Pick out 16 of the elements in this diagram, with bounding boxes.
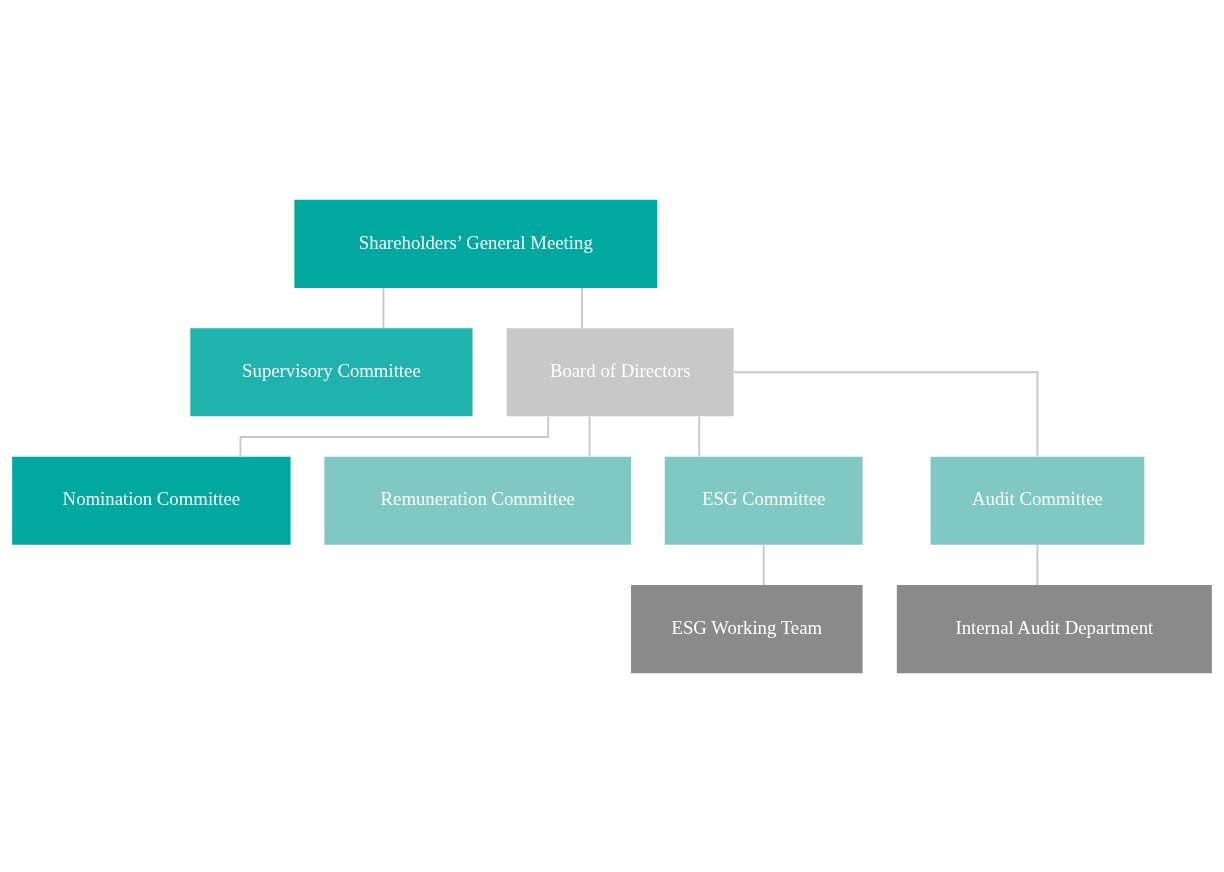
node-box: Nomination Committee — [12, 456, 291, 545]
connector — [581, 286, 583, 329]
node-box: ESG Working Team — [631, 584, 863, 673]
node-box: Shareholders’ General Meeting — [294, 199, 658, 288]
node-box: Supervisory Committee — [190, 327, 473, 416]
connector — [239, 415, 550, 457]
connector — [698, 415, 701, 457]
connector — [732, 370, 1039, 457]
connector — [762, 543, 765, 586]
connector — [382, 286, 385, 329]
node-box: Internal Audit Department — [896, 584, 1212, 673]
node-box: ESG Committee — [664, 456, 863, 545]
connector — [588, 415, 591, 457]
connector — [1036, 543, 1039, 586]
node-box: Remuneration Committee — [324, 456, 631, 545]
node-box: Audit Committee — [930, 456, 1145, 545]
